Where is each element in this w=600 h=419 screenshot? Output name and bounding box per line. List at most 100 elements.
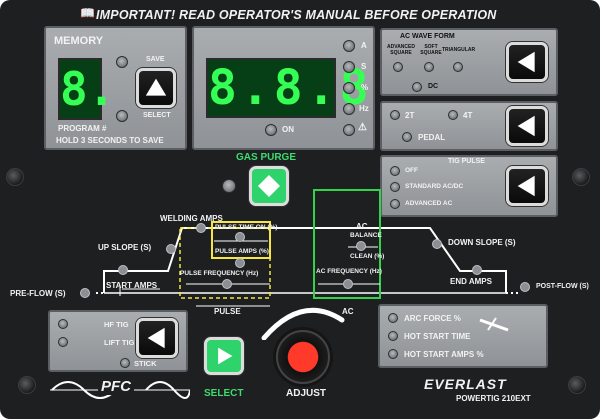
pulse-frequency-led [222,279,232,289]
pulse-amps-label: PULSE AMPS (%) [215,248,269,255]
pulse-amps-led [235,258,245,268]
pulse-frequency-label: PULSE FREQUENCY (Hz) [180,270,259,277]
screw-icon [572,168,590,186]
unit-percent-label: % [361,83,369,92]
dc-led [412,82,422,92]
pulse-time-on-label: PULSE TIME ON (%) [215,224,278,231]
pre-flow-led [80,288,90,298]
pulse-off-label: OFF [405,167,418,174]
select-label: SELECT [143,112,171,119]
triangle-left-icon [517,51,535,73]
unit-hertz-label: Hz [359,104,369,113]
trigger-4t-led [448,110,458,120]
brand-name: EVERLAST [424,376,507,392]
on-label: ON [282,125,294,134]
unit-led [343,40,355,52]
pulse-section-label: PULSE [214,307,241,316]
lift-tig-led [58,337,68,347]
hot-start-amps-label: HOT START AMPS % [404,350,484,359]
memory-up-button[interactable] [136,68,176,108]
up-slope-led [166,244,176,254]
tig-pulse-select-button[interactable] [506,166,548,206]
stick-label: STICK [134,359,157,368]
ac-section-title: AC [356,222,368,231]
wave-led [453,62,463,72]
save-label: SAVE [146,56,165,63]
welding-amps-label: WELDING AMPS [160,214,223,223]
unit-amps-label: A [361,41,367,50]
hot-start-time-label: HOT START TIME [404,332,471,341]
gas-purge-button[interactable] [249,166,289,206]
unit-seconds-label: S [361,62,367,71]
dc-label: DC [428,83,439,90]
ac-wave-select-button[interactable] [506,42,548,82]
unit-led [343,103,355,115]
ac-clean-label: CLEAN (%) [350,253,385,260]
triangle-right-icon [218,347,233,365]
unit-led [343,61,355,73]
save-indicator-led [116,56,128,68]
unit-led [343,82,355,94]
warning-icon: ⚠ [358,122,367,133]
pulse-standard-led [390,182,400,192]
pulse-standard-label: STANDARD AC/DC [405,183,464,190]
triangle-left-icon [147,327,165,349]
hf-tig-label: HF TIG [104,320,129,329]
wave-advanced-square-label: ADVANCED SQUARE [387,44,415,56]
end-amps-led [472,265,482,275]
gas-purge-led [222,179,236,193]
start-amps-label: START AMPS [106,281,158,290]
screw-icon [18,376,36,394]
down-slope-label: DOWN SLOPE (S) [448,238,516,247]
pedal-led [402,132,412,142]
trigger-2t-label: 2T [405,111,415,120]
pulse-advanced-label: ADVANCED AC [405,200,453,207]
pulse-advanced-led [390,199,400,209]
brand-logo: EVERLAST POWERTIG 210EXT [420,376,560,410]
screw-icon [568,376,586,394]
post-flow-label: POST-FLOW (S) [536,283,589,290]
select-button-label: SELECT [204,388,244,399]
wave-soft-square-label: SOFT SQUARE [420,44,442,56]
gas-purge-label: GAS PURGE [236,152,297,163]
wave-led [424,62,434,72]
arc-force-label: ARC FORCE % [404,314,461,323]
warning-header: IMPORTANT! READ OPERATOR'S MANUAL BEFORE… [96,8,497,22]
model-name: POWERTIG 210EXT [456,394,531,403]
ac-wave-title: AC WAVE FORM [400,33,455,40]
pedal-label: PEDAL [418,133,446,142]
stick-settings-panel [378,304,548,368]
select-indicator-led [116,110,128,122]
arc-force-led [388,313,398,323]
screw-icon [6,168,24,186]
hot-start-amps-led [388,349,398,359]
memory-title: MEMORY [54,35,104,47]
memory-display: 8. [58,58,115,120]
process-select-button[interactable] [136,318,178,358]
ac-balance-label: BALANCE [350,232,382,239]
trigger-2t-led [390,110,400,120]
post-flow-led [520,282,530,292]
ac-section-label: AC [342,307,354,316]
unit-led [343,124,355,136]
down-slope-led [432,239,442,249]
up-slope-label: UP SLOPE (S) [98,243,152,252]
stick-electrode-icon [479,317,509,332]
triangle-up-icon [145,78,167,96]
select-button[interactable] [204,337,244,375]
wave-led [393,62,403,72]
wave-triangular-label: TRIANGULAR [442,47,476,53]
pre-flow-label: PRE-FLOW (S) [10,289,66,298]
triangle-left-icon [517,115,535,137]
trigger-4t-label: 4T [463,111,473,120]
ac-frequency-led [343,279,353,289]
hot-start-time-led [388,331,398,341]
trigger-select-button[interactable] [506,106,548,146]
diamond-icon [257,174,281,198]
adjust-knob[interactable] [276,330,330,384]
tig-pulse-title: TIG PULSE [448,158,485,165]
triangle-left-icon [517,175,535,197]
adjust-label: ADJUST [286,388,327,399]
pulse-off-led [390,166,400,176]
book-icon: 📖 [80,6,95,20]
